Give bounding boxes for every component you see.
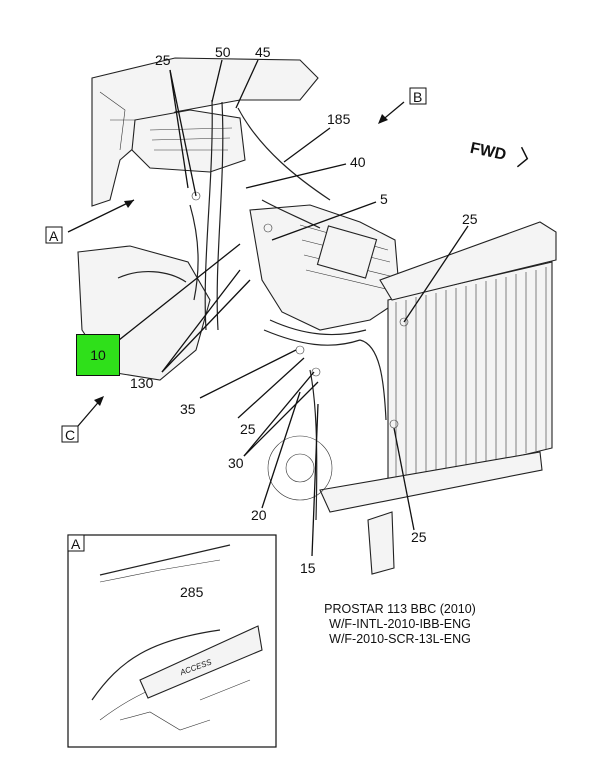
- callout-45: 45: [255, 44, 271, 60]
- callout-130: 130: [130, 375, 154, 391]
- view-tag-b: B: [409, 87, 427, 105]
- fwd-arrow-icon: [516, 146, 529, 168]
- applicability-caption: PROSTAR 113 BBC (2010) W/F-INTL-2010-IBB…: [300, 602, 500, 647]
- callout-numbers: 25 50 45 185 40 5 25 130 35 25 30 20 15 …: [130, 44, 478, 576]
- callout-185: 185: [327, 111, 351, 127]
- caption-line-2: W/F-INTL-2010-IBB-ENG: [329, 617, 471, 631]
- view-tag-a: A: [45, 226, 63, 244]
- callout-15: 15: [300, 560, 316, 576]
- callout-285: 285: [180, 584, 204, 600]
- callout-25: 25: [462, 211, 478, 227]
- svg-text:B: B: [413, 89, 422, 105]
- view-tag-c: C: [61, 425, 79, 443]
- fwd-indicator: FWD: [468, 140, 529, 168]
- callout-25: 25: [411, 529, 427, 545]
- inset-tag: A: [71, 536, 81, 552]
- caption-line-3: W/F-2010-SCR-13L-ENG: [329, 632, 471, 646]
- callout-10: 10: [90, 347, 106, 363]
- callout-50: 50: [215, 44, 231, 60]
- callout-25: 25: [155, 52, 171, 68]
- callout-35: 35: [180, 401, 196, 417]
- svg-text:C: C: [65, 427, 75, 443]
- engine-illustration: [77, 57, 557, 575]
- callout-20: 20: [251, 507, 267, 523]
- caption-line-1: PROSTAR 113 BBC (2010): [324, 602, 476, 616]
- callout-25: 25: [240, 421, 256, 437]
- callout-5: 5: [380, 191, 388, 207]
- callout-30: 30: [228, 455, 244, 471]
- callout-40: 40: [350, 154, 366, 170]
- callout-10-highlight[interactable]: 10: [76, 334, 120, 376]
- svg-text:A: A: [49, 228, 59, 244]
- inset-detail-a: A ACCESS 285: [67, 534, 277, 748]
- fwd-label: FWD: [468, 140, 507, 164]
